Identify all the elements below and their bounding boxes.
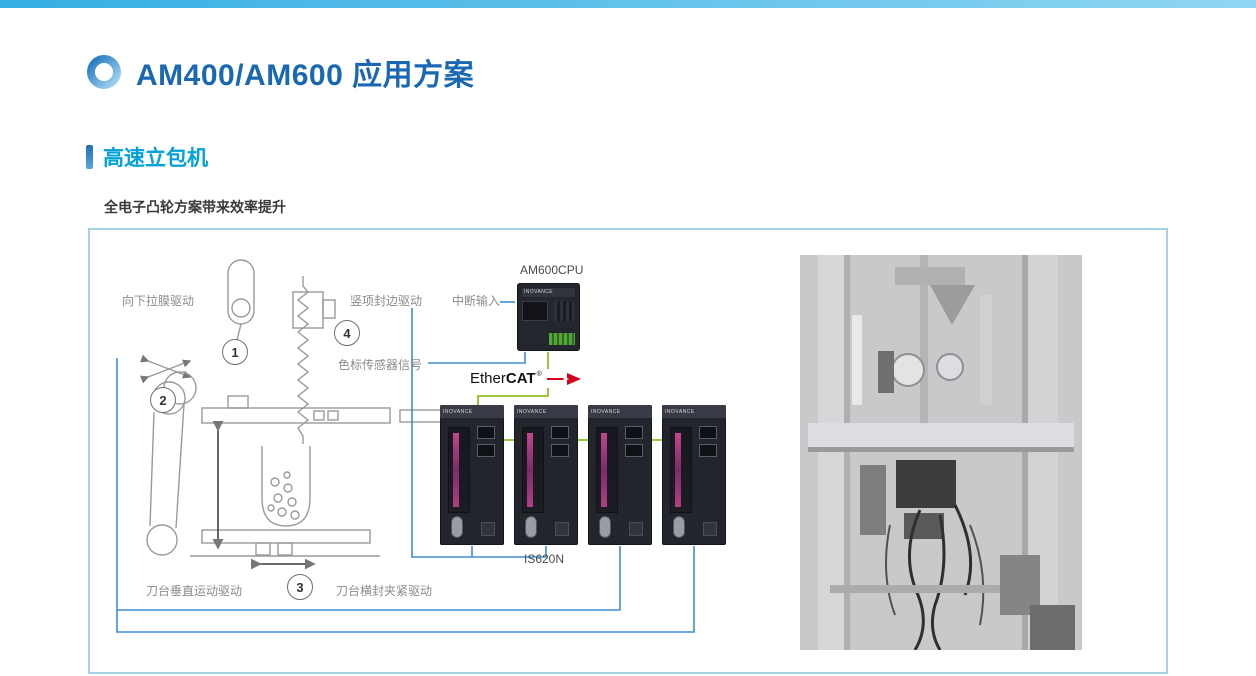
ethercat-registered-mark: ® [536, 371, 542, 378]
drive-panel-button [481, 522, 495, 536]
drive-led-strip [596, 427, 618, 513]
plc-device: INOVANCE [517, 283, 580, 351]
dsub-connector [451, 516, 463, 538]
drive-panel-button [555, 522, 569, 536]
plc-terminal-block [549, 333, 575, 345]
ethercat-text-ether: Ether [470, 370, 506, 387]
ethernet-port [625, 426, 643, 439]
section-header: 高速立包机 [86, 142, 208, 172]
drive-panel-button [629, 522, 643, 536]
label-knife-vertical: 刀台垂直运动驱动 [146, 584, 243, 598]
motion-arrows [212, 421, 316, 570]
plc-brand: INOVANCE [522, 288, 575, 297]
drive-led-strip [448, 427, 470, 513]
servo-label: IS620N [524, 552, 565, 566]
label-color-sensor: 色标传感器信号 [338, 358, 423, 372]
plc-label: AM600CPU [520, 263, 584, 277]
wiring-blue [116, 301, 695, 633]
plc-display [522, 301, 548, 321]
axis-marker-3: 3 [287, 574, 313, 600]
machine-photo [800, 255, 1082, 650]
section-marker-bar [86, 145, 93, 169]
servo-drive-3: INOVANCE [588, 405, 652, 545]
servo-drive-2: INOVANCE [514, 405, 578, 545]
section-title: 高速立包机 [103, 147, 208, 170]
axis-marker-2: 2 [150, 387, 176, 413]
dsub-connector [599, 516, 611, 538]
drive-led-strip [670, 427, 692, 513]
axis-marker-1: 1 [222, 339, 248, 365]
dsub-connector [525, 516, 537, 538]
ethernet-port [699, 444, 717, 457]
ethernet-port [551, 426, 569, 439]
drive-brand: INOVANCE [662, 405, 726, 418]
drive-brand: INOVANCE [440, 405, 504, 418]
label-interrupt-input: 中断输入 [452, 294, 501, 308]
drive-led-strip [522, 427, 544, 513]
ethercat-arrow-icon [546, 372, 581, 385]
axis-marker-4: 4 [334, 320, 360, 346]
plc-io-slots [554, 301, 574, 321]
ring-logo-icon [87, 55, 121, 89]
drive-brand: INOVANCE [588, 405, 652, 418]
figure-caption: 全电子凸轮方案带来效率提升 [104, 199, 286, 215]
servo-drive-4: INOVANCE [662, 405, 726, 545]
ethernet-port [699, 426, 717, 439]
drive-brand: INOVANCE [514, 405, 578, 418]
page-header: AM400/AM600 应用方案 [86, 50, 474, 94]
ethernet-port [551, 444, 569, 457]
drive-panel-button [703, 522, 717, 536]
dsub-connector [673, 516, 685, 538]
ethernet-port [477, 444, 495, 457]
servo-drive-1: INOVANCE [440, 405, 504, 545]
top-accent-bar [0, 0, 1256, 8]
ethercat-text-cat: CAT [505, 370, 536, 387]
label-vertical-seal: 竖项封边驱动 [350, 294, 423, 308]
page-title: AM400/AM600 应用方案 [136, 59, 475, 92]
label-knife-clamp: 刀台横封夹紧驱动 [336, 584, 433, 598]
ethernet-port [477, 426, 495, 439]
label-pull-film: 向下拉膜驱动 [122, 294, 195, 308]
ethernet-port [625, 444, 643, 457]
solution-figure-box: 向下拉膜驱动 竖项封边驱动 中断输入 色标传感器信号 刀台垂直运动驱动 刀台横封… [88, 228, 1168, 674]
machine-drawing [139, 259, 471, 557]
